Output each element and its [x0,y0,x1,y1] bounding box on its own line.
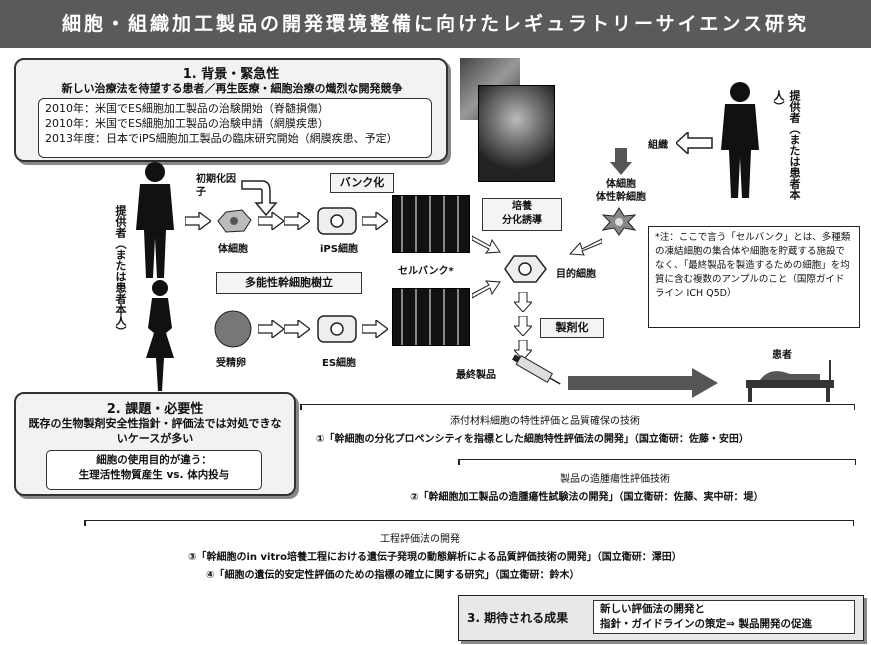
right-arrow-icon [258,212,284,230]
section1-heading: 1. 背景・緊急性 [182,67,280,82]
section-background: 1. 背景・緊急性 新しい治療法を待望する患者／再生医療・細胞治療の熾烈な開発競… [14,58,448,162]
section2-inner-text: 細胞の使用目的が違う： 生理活性物質産生 vs. 体内投与 [78,454,230,481]
section2-text: 既存の生物製剤安全性指針・評価法では対処できないケースが多い [28,417,282,445]
donor-right-icon [721,82,759,198]
cell-bank-grid [392,195,470,253]
pluripotent-label: 多能性幹細胞樹立 [216,272,362,294]
right-arrow-icon [258,320,284,338]
right-arrow-icon [284,212,310,230]
star-cell-icon [601,207,637,236]
research1-text: ①「幹細胞の分化プロペンシティを指標とした細胞特性評価法の開発」（国立衛研：佐藤… [316,434,749,445]
section1-list: 2010年：米国でES細胞加工製品の治験開始（脊髄損傷） 2010年：米国でES… [38,98,432,158]
list-item: 2010年：米国でES細胞加工製品の治験申請（網膜疾患） [45,117,329,130]
list-item: 2010年：米国でES細胞加工製品の治験開始（脊髄損傷） [45,102,329,115]
diagonal-arrow-icon [472,280,501,299]
down-arrow-icon [610,148,632,175]
section2-inner: 細胞の使用目的が違う： 生理活性物質産生 vs. 体内投与 [46,450,262,490]
somatic-stem-text: 体細胞 体性幹細胞 [596,179,646,203]
section2-box: 2. 課題・必要性 既存の生物製剤安全性指針・評価法では対処できないケースが多い… [14,392,296,496]
es-cell-icon [317,315,357,343]
curved-arrow-icon [241,180,278,217]
donor-male-icon [136,162,174,278]
bracket-line [84,520,854,526]
patient-bed-icon [746,360,834,402]
culture-text: 培養 分化誘導 [502,201,542,226]
right-arrow-icon [362,212,388,230]
list-item: 2013年度：日本でiPS細胞加工製品の臨床研究開始（網膜疾患、予定） [45,132,398,145]
research4-text: ④「細胞の遺伝的安定性評価のための指標の確立に関する研究」（国立衛研：鈴木） [206,570,580,581]
cell-bank-label: セルバンク* [398,266,454,277]
donor-left-label: 提供者（または患者本人） [114,205,127,337]
right-arrow-icon [568,368,718,398]
ips-cell-label: iPS細胞 [320,244,358,255]
section3-box: 3. 期待される成果 新しい評価法の開発と 指針・ガイドラインの策定⇒ 製品開発… [458,595,864,641]
final-product-label: 最終製品 [456,370,496,381]
section3-heading: 3. 期待される成果 [467,611,569,625]
reprogramming-factor-text: 初期化因子 [196,174,236,198]
research1-label: 添付材料細胞の特性評価と品質確保の技術 [450,416,640,427]
section3-text-content: 新しい評価法の開発と 指針・ガイドラインの策定⇒ 製品開発の促進 [600,603,812,630]
es-cell-label: ES細胞 [322,358,357,369]
research3-label: 工程評価法の開発 [380,534,460,545]
research2-label: 製品の造腫瘍性評価技術 [560,474,670,485]
down-arrow-icon [514,340,532,360]
left-arrow-icon [676,132,713,154]
bracket-line [458,459,856,465]
page-title: 細胞・組織加工製品の開発環境整備に向けたレギュラトリーサイエンス研究 [0,0,871,48]
bracket-line [300,404,855,410]
diagonal-arrow-icon [568,238,602,256]
donor-female-icon [146,280,174,391]
culture-label: 培養 分化誘導 [482,198,562,231]
right-arrow-icon [185,212,211,230]
target-cell-label: 目的細胞 [556,269,596,280]
research2-text: ②「幹細胞加工製品の造腫瘍性試験法の開発」（国立衛研：佐藤、実中研：堤） [410,492,764,503]
section3-text: 新しい評価法の開発と 指針・ガイドラインの策定⇒ 製品開発の促進 [593,600,855,634]
somatic-cell-icon [217,209,252,233]
fertilized-egg-label: 受精卵 [216,358,246,369]
research3-text: ③「幹細胞のin vitro培養工程における遺伝子発現の動態解析による品質評価技… [188,552,682,563]
target-cell-icon [504,255,547,283]
note-box: *注：ここで言う「セルバンク」とは、多種類の凍結細胞の集合体や細胞を貯蔵する施設… [648,226,860,328]
tissue-label: 組織 [648,140,668,151]
donor-right-label: 提供者（または患者本人） [772,90,801,200]
right-arrow-icon [284,320,310,338]
section1-subheading: 新しい治療法を待望する患者／再生医療・細胞治療の熾烈な開発競争 [61,82,403,95]
somatic-cell-label: 体細胞 [218,244,248,255]
down-arrow-icon [514,292,532,312]
right-arrow-icon [362,320,388,338]
cell-bank-grid [392,288,470,346]
somatic-stem-label: 体細胞 体性幹細胞 [596,178,646,204]
cell-bank-note: *注：ここで言う「セルバンク」とは、多種類の凍結細胞の集合体や細胞を貯蔵する施設… [655,232,851,299]
patient-label: 患者 [772,350,792,361]
bank-label: バンク化 [330,173,394,193]
down-arrow-icon [514,316,532,336]
researcher-photo [478,85,555,182]
ips-cell-icon [317,207,357,235]
egg-icon [214,310,252,348]
reprogramming-factor-label: 初期化因子 [196,173,240,199]
diagonal-arrow-icon [472,235,501,254]
section2-heading: 2. 課題・必要性 [106,402,204,417]
formulation-label: 製剤化 [540,318,604,338]
syringe-icon [511,354,561,385]
